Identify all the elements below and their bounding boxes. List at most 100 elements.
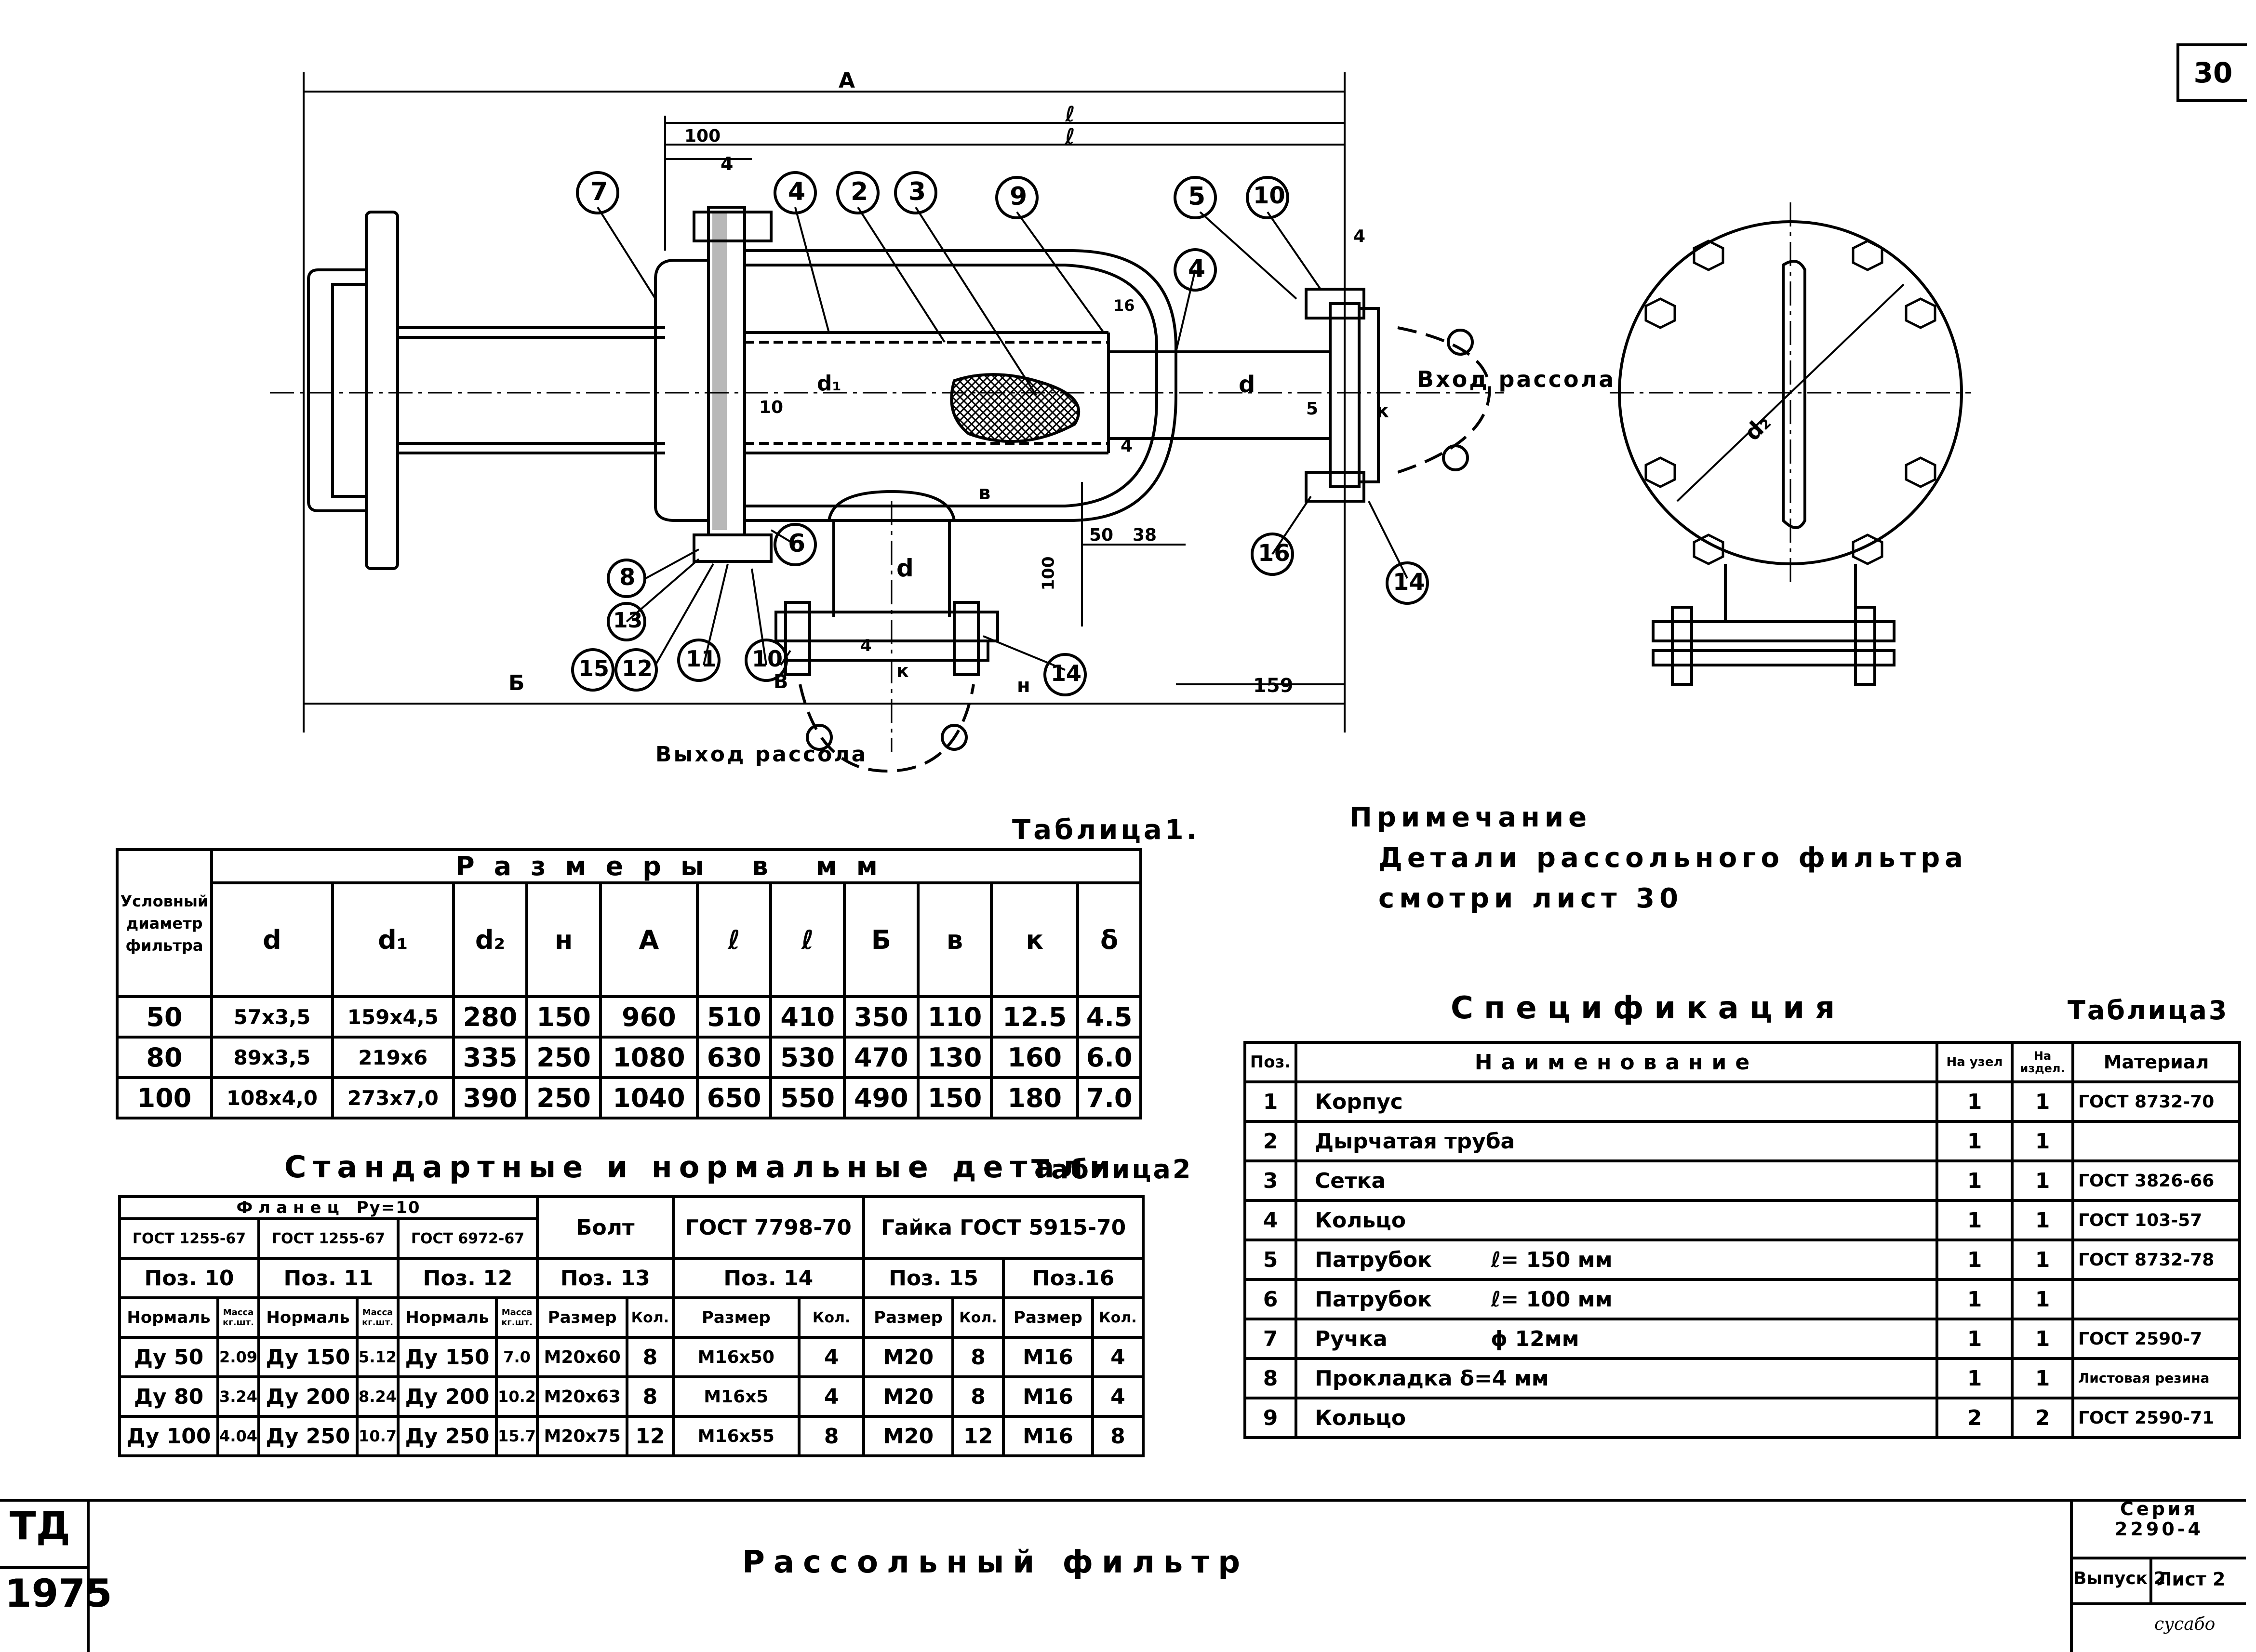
table1-group-header: Размеры в мм (210, 848, 1142, 884)
note-title: Примечание (1349, 802, 1592, 833)
cell: Ду 100 (118, 1415, 220, 1457)
sub-h: Нормаль (118, 1296, 220, 1339)
cell: 180 (990, 1076, 1080, 1119)
cell: М16 (1002, 1375, 1094, 1418)
dim-d1c: d₁ (817, 371, 841, 396)
cell: 2 (1243, 1120, 1297, 1162)
table1-h: d (210, 881, 334, 998)
cell: 250 (525, 1036, 602, 1079)
table1-h: к (990, 881, 1080, 998)
cell: 57х3,5 (210, 995, 334, 1039)
table1-h: А (599, 881, 699, 998)
cell: 50 (116, 995, 213, 1039)
sub-h: Размер (535, 1296, 629, 1339)
cell: Ду 250 (257, 1415, 359, 1457)
callout-8: 8 (619, 564, 636, 591)
dim-50: 50 (1089, 525, 1114, 545)
cell: 7.0 (495, 1336, 539, 1378)
cell: 1 (2011, 1239, 2074, 1281)
sub-h: Размер (862, 1296, 955, 1339)
cell: ГОСТ 2590-7 (2071, 1318, 2241, 1360)
cell: Листовая резина (2071, 1357, 2241, 1399)
sub-h: Кол. (1091, 1296, 1145, 1339)
cell: 6.0 (1076, 1036, 1142, 1079)
t3-h-pos: Поз. (1243, 1041, 1297, 1083)
cell: 4 (1091, 1375, 1145, 1418)
cell: 1 (2011, 1080, 2074, 1123)
table1-h: ℓ (769, 881, 846, 998)
cell: 5 (1243, 1239, 1297, 1281)
cell: 15.7 (495, 1415, 539, 1457)
cell: ГОСТ 3826-66 (2071, 1159, 2241, 1202)
leader-lines (597, 206, 1408, 671)
cell: 7.0 (1076, 1076, 1142, 1119)
cell: М20 (862, 1375, 955, 1418)
dim-4c: 4 (1353, 226, 1366, 246)
cell: Кольцо (1295, 1199, 1938, 1241)
cell: 1 (1936, 1318, 2014, 1360)
dim-B: Б (508, 671, 525, 695)
cell: М20 (862, 1415, 955, 1457)
pos-12: Поз. 12 (397, 1257, 539, 1299)
filter-body (745, 249, 1177, 522)
outlet-nozzle (774, 490, 999, 773)
note-line1: Детали рассольного фильтра (1378, 842, 1968, 874)
cell: 390 (452, 1076, 529, 1119)
gost-a: ГОСТ 1255-67 (118, 1217, 260, 1260)
center-lines (270, 202, 1971, 752)
cell: 8 (1243, 1357, 1297, 1399)
inlet-nozzle (1108, 288, 1491, 503)
cell: 8 (626, 1375, 675, 1418)
callout-12: 12 (622, 655, 653, 681)
stamp-signature: сусабо (2154, 1614, 2216, 1634)
gost-c: ГОСТ 6972-67 (397, 1217, 539, 1260)
cell: 10.7 (356, 1415, 400, 1457)
pos-16: Поз.16 (1002, 1257, 1145, 1299)
cell: ГОСТ 103-57 (2071, 1199, 2241, 1241)
cell: 1080 (599, 1036, 699, 1079)
cell: 510 (695, 995, 773, 1039)
table2-caption: Таблица2 (1031, 1154, 1193, 1185)
cell: 273х7,0 (331, 1076, 455, 1119)
cell: 350 (843, 995, 920, 1039)
callout-3: 3 (908, 177, 926, 206)
table3-caption: Таблица3 (2068, 995, 2229, 1026)
cell: 650 (695, 1076, 773, 1119)
pos-11: Поз. 11 (257, 1257, 400, 1299)
dim-l: ℓ (1065, 102, 1075, 127)
table1-caption: Таблица1. (1012, 814, 1200, 846)
cell: 160 (990, 1036, 1080, 1079)
table1-h: ℓ (695, 881, 773, 998)
cell: 470 (843, 1036, 920, 1079)
sub-h: Нормаль (257, 1296, 359, 1339)
cell: 250 (525, 1076, 602, 1119)
cell: 89х3,5 (210, 1036, 334, 1079)
cell: Ду 150 (257, 1336, 359, 1378)
cell (2071, 1120, 2241, 1162)
t3-h-name: Наименование (1295, 1041, 1938, 1083)
table2-title: Стандартные и нормальные детали (284, 1149, 1118, 1185)
callout-9: 9 (1010, 182, 1028, 211)
cell: 9 (1243, 1397, 1297, 1439)
cell: 530 (769, 1036, 846, 1079)
cell: 1 (1936, 1199, 2014, 1241)
cell: 280 (452, 995, 529, 1039)
sub-h: Размер (1002, 1296, 1094, 1339)
cell: 1 (2011, 1120, 2074, 1162)
dim-k: к (1376, 400, 1389, 422)
pos-10: Поз. 10 (118, 1257, 260, 1299)
flange-label: Фланец (236, 1198, 345, 1217)
cell (2071, 1278, 2241, 1320)
stamp-series-rule (2070, 1557, 2246, 1559)
cell: 130 (916, 1036, 993, 1079)
stamp-series: Серия 2290-4 (2115, 1498, 2203, 1540)
cell: 3 (1243, 1159, 1297, 1202)
dim-d1: d (1239, 371, 1255, 398)
callout-7: 7 (590, 177, 608, 206)
cell: Ду 200 (396, 1375, 498, 1418)
